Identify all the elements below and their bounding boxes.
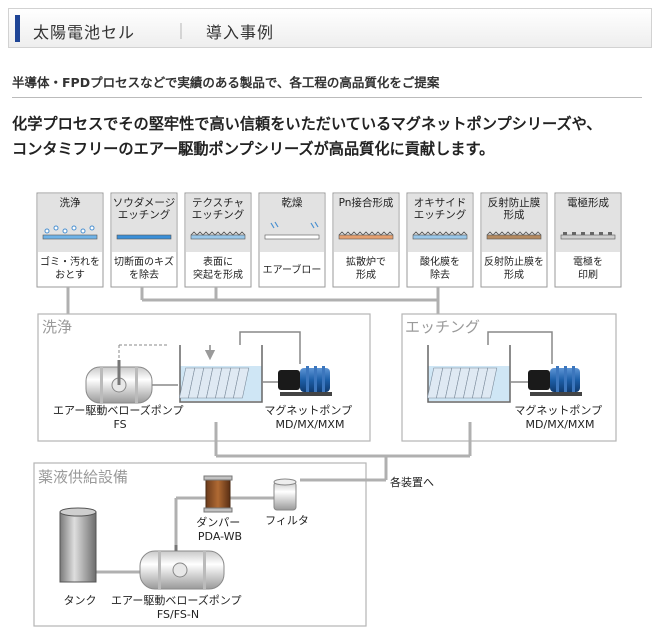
pipe	[239, 331, 301, 364]
step-description: 酸化膜を除去	[420, 255, 460, 281]
drop-icon	[71, 225, 77, 231]
step-title: ソウダメージエッチング	[113, 196, 175, 221]
step-description: ゴミ・汚れをおとす	[40, 255, 100, 281]
intro-paragraph: 化学プロセスでその堅牢性で高い信頼をいただいているマグネットポンプシリーズや、 …	[12, 112, 652, 162]
divider	[12, 97, 642, 98]
wafer-icon	[190, 231, 246, 240]
etching-section-label: エッチング	[405, 318, 480, 336]
supply-bellows-label: エアー駆動ベローズポンプ FS/FS-N	[111, 593, 245, 621]
etching-magnet-label: マグネットポンプ MD/MX/MXM	[514, 403, 605, 431]
damper-icon	[203, 475, 233, 513]
page-title: 太陽電池セル	[33, 23, 136, 42]
step-title: 洗浄	[60, 196, 81, 209]
drop-icon	[44, 228, 50, 234]
filter-label: フィルタ	[265, 514, 309, 527]
step-title: 電極形成	[567, 196, 609, 209]
tank-label: タンク	[64, 594, 97, 607]
wafer-icon	[427, 367, 498, 399]
etching-bath	[427, 345, 511, 403]
wafer	[481, 367, 498, 399]
step-description: エアーブロー	[263, 263, 322, 276]
wafer-icon	[42, 225, 98, 240]
drop-icon	[62, 228, 68, 234]
wafer-icon	[338, 231, 394, 240]
step-title: Pn接合形成	[339, 196, 394, 209]
pipe	[487, 331, 553, 364]
step-connectors	[66, 287, 440, 314]
motor-icon	[528, 366, 582, 396]
lead-text: 半導体・FPDプロセスなどで実績のある製品で、各工程の高品質化をご提案	[12, 75, 440, 90]
drop-icon	[89, 225, 95, 231]
step-description: 拡散炉で形成	[346, 255, 386, 281]
wafer-icon	[264, 221, 320, 240]
wafer-icon	[116, 234, 172, 240]
bellows-pump-icon	[139, 545, 225, 590]
distribution-pipes	[214, 422, 472, 482]
cleaning-bellows-label: エアー駆動ベローズポンプ FS	[53, 403, 187, 431]
wafer-icon	[486, 231, 542, 240]
page-header: 太陽電池セル ｜ 導入事例	[8, 8, 652, 48]
page-subtitle: 導入事例	[206, 23, 275, 42]
cleaning-bath	[179, 345, 263, 403]
step-title: 反射防止膜形成	[488, 196, 541, 221]
intro-line-2: コンタミフリーのエアー駆動ポンプシリーズが高品質化に貢献します。	[12, 140, 495, 158]
process-steps: 洗浄ゴミ・汚れをおとすソウダメージエッチング切断面のキズを除去テクスチャエッチン…	[36, 192, 622, 288]
step-title: オキサイドエッチング	[414, 197, 467, 221]
step-description: 反射防止膜を形成	[484, 255, 544, 281]
wafer-icon	[412, 231, 468, 240]
header-accent-bar	[15, 15, 20, 42]
bellows-pump-icon	[85, 360, 153, 404]
to-devices-label: 各装置へ	[390, 475, 434, 489]
air-blow-icon	[310, 221, 319, 229]
header-separator: ｜	[173, 22, 190, 41]
tank-icon	[59, 507, 97, 583]
intro-line-1: 化学プロセスでその堅牢性で高い信頼をいただいているマグネットポンプシリーズや、	[12, 115, 602, 133]
step-description: 切断面のキズを除去	[114, 255, 174, 281]
filter-icon	[273, 478, 297, 511]
supply-section-label: 薬液供給設備	[38, 468, 128, 486]
drop-icon	[80, 228, 86, 234]
wafer-icon	[560, 232, 616, 240]
wafer	[233, 367, 250, 399]
step-description: 電極を印刷	[573, 255, 603, 281]
step-title: 乾燥	[282, 196, 303, 209]
step-description: 表面に突起を形成	[193, 255, 243, 281]
cleaning-section-label: 洗浄	[42, 318, 72, 336]
damper-label: ダンパー PDA-WB	[196, 515, 244, 543]
cleaning-magnet-label: マグネットポンプ MD/MX/MXM	[264, 403, 355, 431]
drop-icon	[53, 225, 59, 231]
step-title: テクスチャエッチング	[192, 197, 245, 221]
motor-icon	[278, 366, 332, 396]
air-blow-icon	[270, 221, 279, 229]
supply-pipes	[96, 496, 274, 574]
wafer-icon	[179, 367, 250, 399]
